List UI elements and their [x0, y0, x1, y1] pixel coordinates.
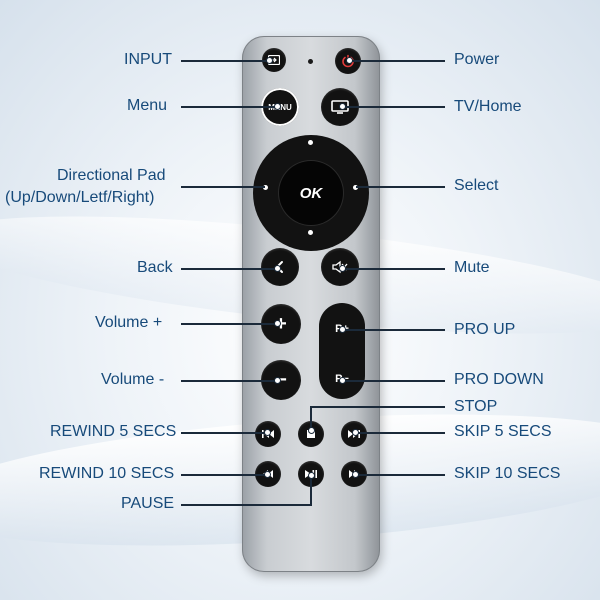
- connector-line: [310, 406, 312, 430]
- connector-line: [342, 380, 445, 382]
- label-mute: Mute: [454, 259, 490, 276]
- dpad-down-dot[interactable]: [308, 230, 313, 235]
- label-stop: STOP: [454, 398, 498, 415]
- label-back: Back: [137, 259, 173, 276]
- ok-button-label: OK: [299, 184, 323, 202]
- ok-button[interactable]: OK: [279, 161, 343, 225]
- minus-icon: −: [275, 368, 287, 391]
- dpad-up-dot[interactable]: [308, 140, 313, 145]
- connector-endpoint: [352, 471, 359, 478]
- connector-line: [181, 106, 277, 108]
- connector-endpoint: [274, 320, 281, 327]
- connector-endpoint: [339, 377, 346, 384]
- program-rocker[interactable]: P+ P−: [319, 303, 365, 399]
- label-menu: Menu: [127, 97, 168, 114]
- connector-line: [181, 268, 277, 270]
- dpad-right-dot[interactable]: [353, 185, 358, 190]
- dpad-left-dot[interactable]: [263, 185, 268, 190]
- connector-line: [342, 329, 445, 331]
- connector-endpoint: [274, 103, 281, 110]
- label-skip-10: SKIP 10 SECS: [454, 465, 561, 482]
- connector-endpoint: [266, 57, 273, 64]
- stop-icon: [307, 430, 315, 438]
- label-directional-pad: Directional Pad: [57, 167, 166, 184]
- label-pro-down: PRO DOWN: [454, 371, 544, 388]
- connector-line: [355, 474, 445, 476]
- label-skip-5: SKIP 5 SECS: [454, 423, 552, 440]
- connector-line: [356, 186, 445, 188]
- connector-line: [348, 60, 445, 62]
- connector-line: [181, 323, 277, 325]
- connector-line: [310, 406, 445, 408]
- label-select: Select: [454, 177, 499, 194]
- label-pro-up: PRO UP: [454, 321, 516, 338]
- connector-line: [181, 432, 267, 434]
- connector-endpoint: [352, 429, 359, 436]
- indicator-led: [308, 59, 313, 64]
- connector-line: [342, 268, 445, 270]
- label-volume-up: Volume +: [95, 314, 163, 331]
- label-pause: PAUSE: [121, 495, 175, 512]
- connector-line: [342, 106, 445, 108]
- connector-line: [181, 186, 265, 188]
- connector-endpoint: [264, 429, 271, 436]
- connector-endpoint: [308, 427, 315, 434]
- connector-endpoint: [308, 472, 315, 479]
- label-input: INPUT: [124, 51, 172, 68]
- connector-endpoint: [346, 57, 353, 64]
- connector-endpoint: [274, 377, 281, 384]
- label-tv-home: TV/Home: [454, 98, 522, 115]
- label-rewind-5: REWIND 5 SECS: [50, 423, 177, 440]
- label-power: Power: [454, 51, 500, 68]
- connector-endpoint: [274, 265, 281, 272]
- connector-line: [181, 60, 270, 62]
- plus-icon: +: [275, 312, 287, 335]
- connector-line: [355, 432, 445, 434]
- label-directional-pad-detail: (Up/Down/Letf/Right): [5, 189, 155, 206]
- connector-line: [181, 504, 312, 506]
- connector-endpoint: [339, 265, 346, 272]
- label-volume-down: Volume -: [101, 371, 165, 388]
- connector-endpoint: [264, 471, 271, 478]
- connector-endpoint: [339, 326, 346, 333]
- label-rewind-10: REWIND 10 SECS: [39, 465, 175, 482]
- connector-line: [181, 380, 277, 382]
- connector-endpoint: [339, 103, 346, 110]
- connector-line: [310, 476, 312, 505]
- volume-down-button[interactable]: −: [261, 360, 301, 400]
- connector-line: [181, 474, 267, 476]
